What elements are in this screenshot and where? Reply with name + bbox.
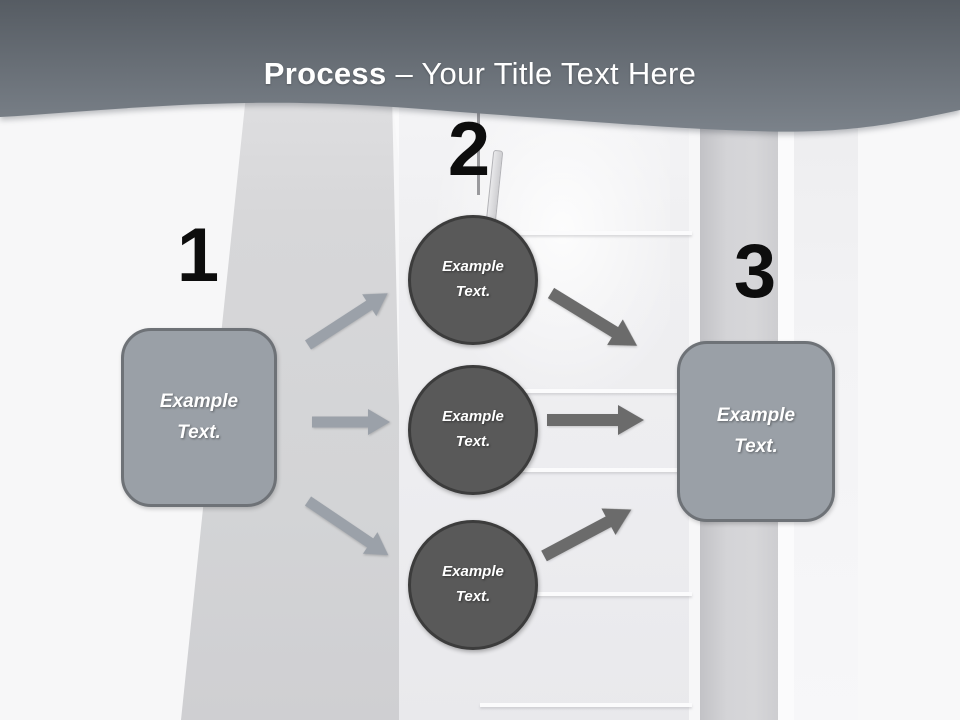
photo-shelf-line xyxy=(480,468,692,472)
title-keyword: Process xyxy=(263,56,387,91)
step-number-1: 1 xyxy=(176,213,220,298)
photo-shelf-line xyxy=(480,231,692,235)
photo-right-margin xyxy=(858,95,960,720)
step1-box: Example Text. xyxy=(121,328,277,507)
photo-shelf-line xyxy=(480,703,692,707)
step-number-3: 3 xyxy=(733,229,777,314)
arrow-head xyxy=(618,405,644,435)
step1-box-label: Example Text. xyxy=(159,391,239,443)
step2-circle-1-label: Example Text. xyxy=(442,258,504,300)
step3-box: Example Text. xyxy=(677,341,835,522)
step2-circle-3: Example Text. xyxy=(408,520,538,650)
photo-shelf-line xyxy=(480,592,692,596)
step2-circle-1: Example Text. xyxy=(408,215,538,345)
step2-circle-3-label: Example Text. xyxy=(442,563,504,605)
arrow-head xyxy=(368,409,390,435)
arrow-step1-to-circle2 xyxy=(312,407,390,437)
header-wave xyxy=(0,0,960,132)
photo-shelf-line xyxy=(480,389,692,393)
arrow-shaft xyxy=(547,414,618,426)
arrow-circle2-to-step3 xyxy=(547,405,644,435)
title-rest: – Your Title Text Here xyxy=(395,56,697,91)
arrow-shaft xyxy=(312,416,368,428)
step-number-2: 2 xyxy=(447,107,491,192)
step2-circle-2-label: Example Text. xyxy=(442,408,504,450)
photo-hinge-line xyxy=(477,95,480,195)
step3-box-label: Example Text. xyxy=(716,405,796,457)
step2-circle-2: Example Text. xyxy=(408,365,538,495)
slide-title: Process – Your Title Text Here xyxy=(0,52,960,96)
header-band: Process – Your Title Text Here xyxy=(0,0,960,150)
